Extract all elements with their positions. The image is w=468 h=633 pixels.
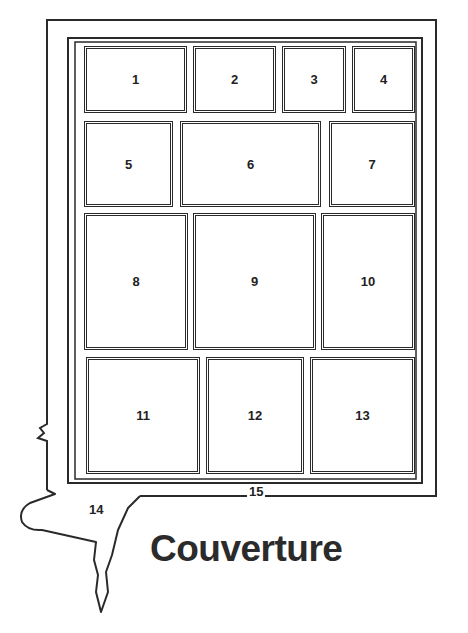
inner-frame-line xyxy=(75,42,416,479)
panel-number: 12 xyxy=(248,408,262,423)
panel-number: 10 xyxy=(361,274,375,289)
panel-box: 1 xyxy=(84,46,187,113)
panel-box: 11 xyxy=(86,357,200,474)
folded-flap xyxy=(21,490,140,612)
panel-number: 6 xyxy=(247,157,254,172)
panel-number: 11 xyxy=(136,408,150,423)
panel-box: 6 xyxy=(180,121,321,207)
panel-number: 3 xyxy=(310,72,317,87)
panel-box: 7 xyxy=(329,121,415,207)
callout-number: 15 xyxy=(247,484,265,499)
panel-box: 10 xyxy=(321,213,415,350)
panel-number: 4 xyxy=(380,72,387,87)
callout-number: 14 xyxy=(87,502,105,517)
panel-box: 9 xyxy=(193,213,316,350)
inner-frame xyxy=(68,38,422,483)
panel-box: 5 xyxy=(84,121,173,207)
panel-box: 4 xyxy=(352,46,415,113)
panel-box: 12 xyxy=(206,357,304,474)
panel-number: 7 xyxy=(368,157,375,172)
panel-number: 2 xyxy=(231,72,238,87)
panel-box: 3 xyxy=(282,46,346,113)
panel-number: 5 xyxy=(125,157,132,172)
panel-number: 13 xyxy=(355,408,369,423)
panel-number: 8 xyxy=(132,274,139,289)
panel-box: 2 xyxy=(193,46,276,113)
panel-box: 8 xyxy=(84,213,188,350)
diagram-title: Couverture xyxy=(150,528,342,570)
outer-frame xyxy=(38,20,436,496)
panel-number: 9 xyxy=(251,274,258,289)
panel-number: 1 xyxy=(132,72,139,87)
panel-box: 13 xyxy=(310,357,415,474)
